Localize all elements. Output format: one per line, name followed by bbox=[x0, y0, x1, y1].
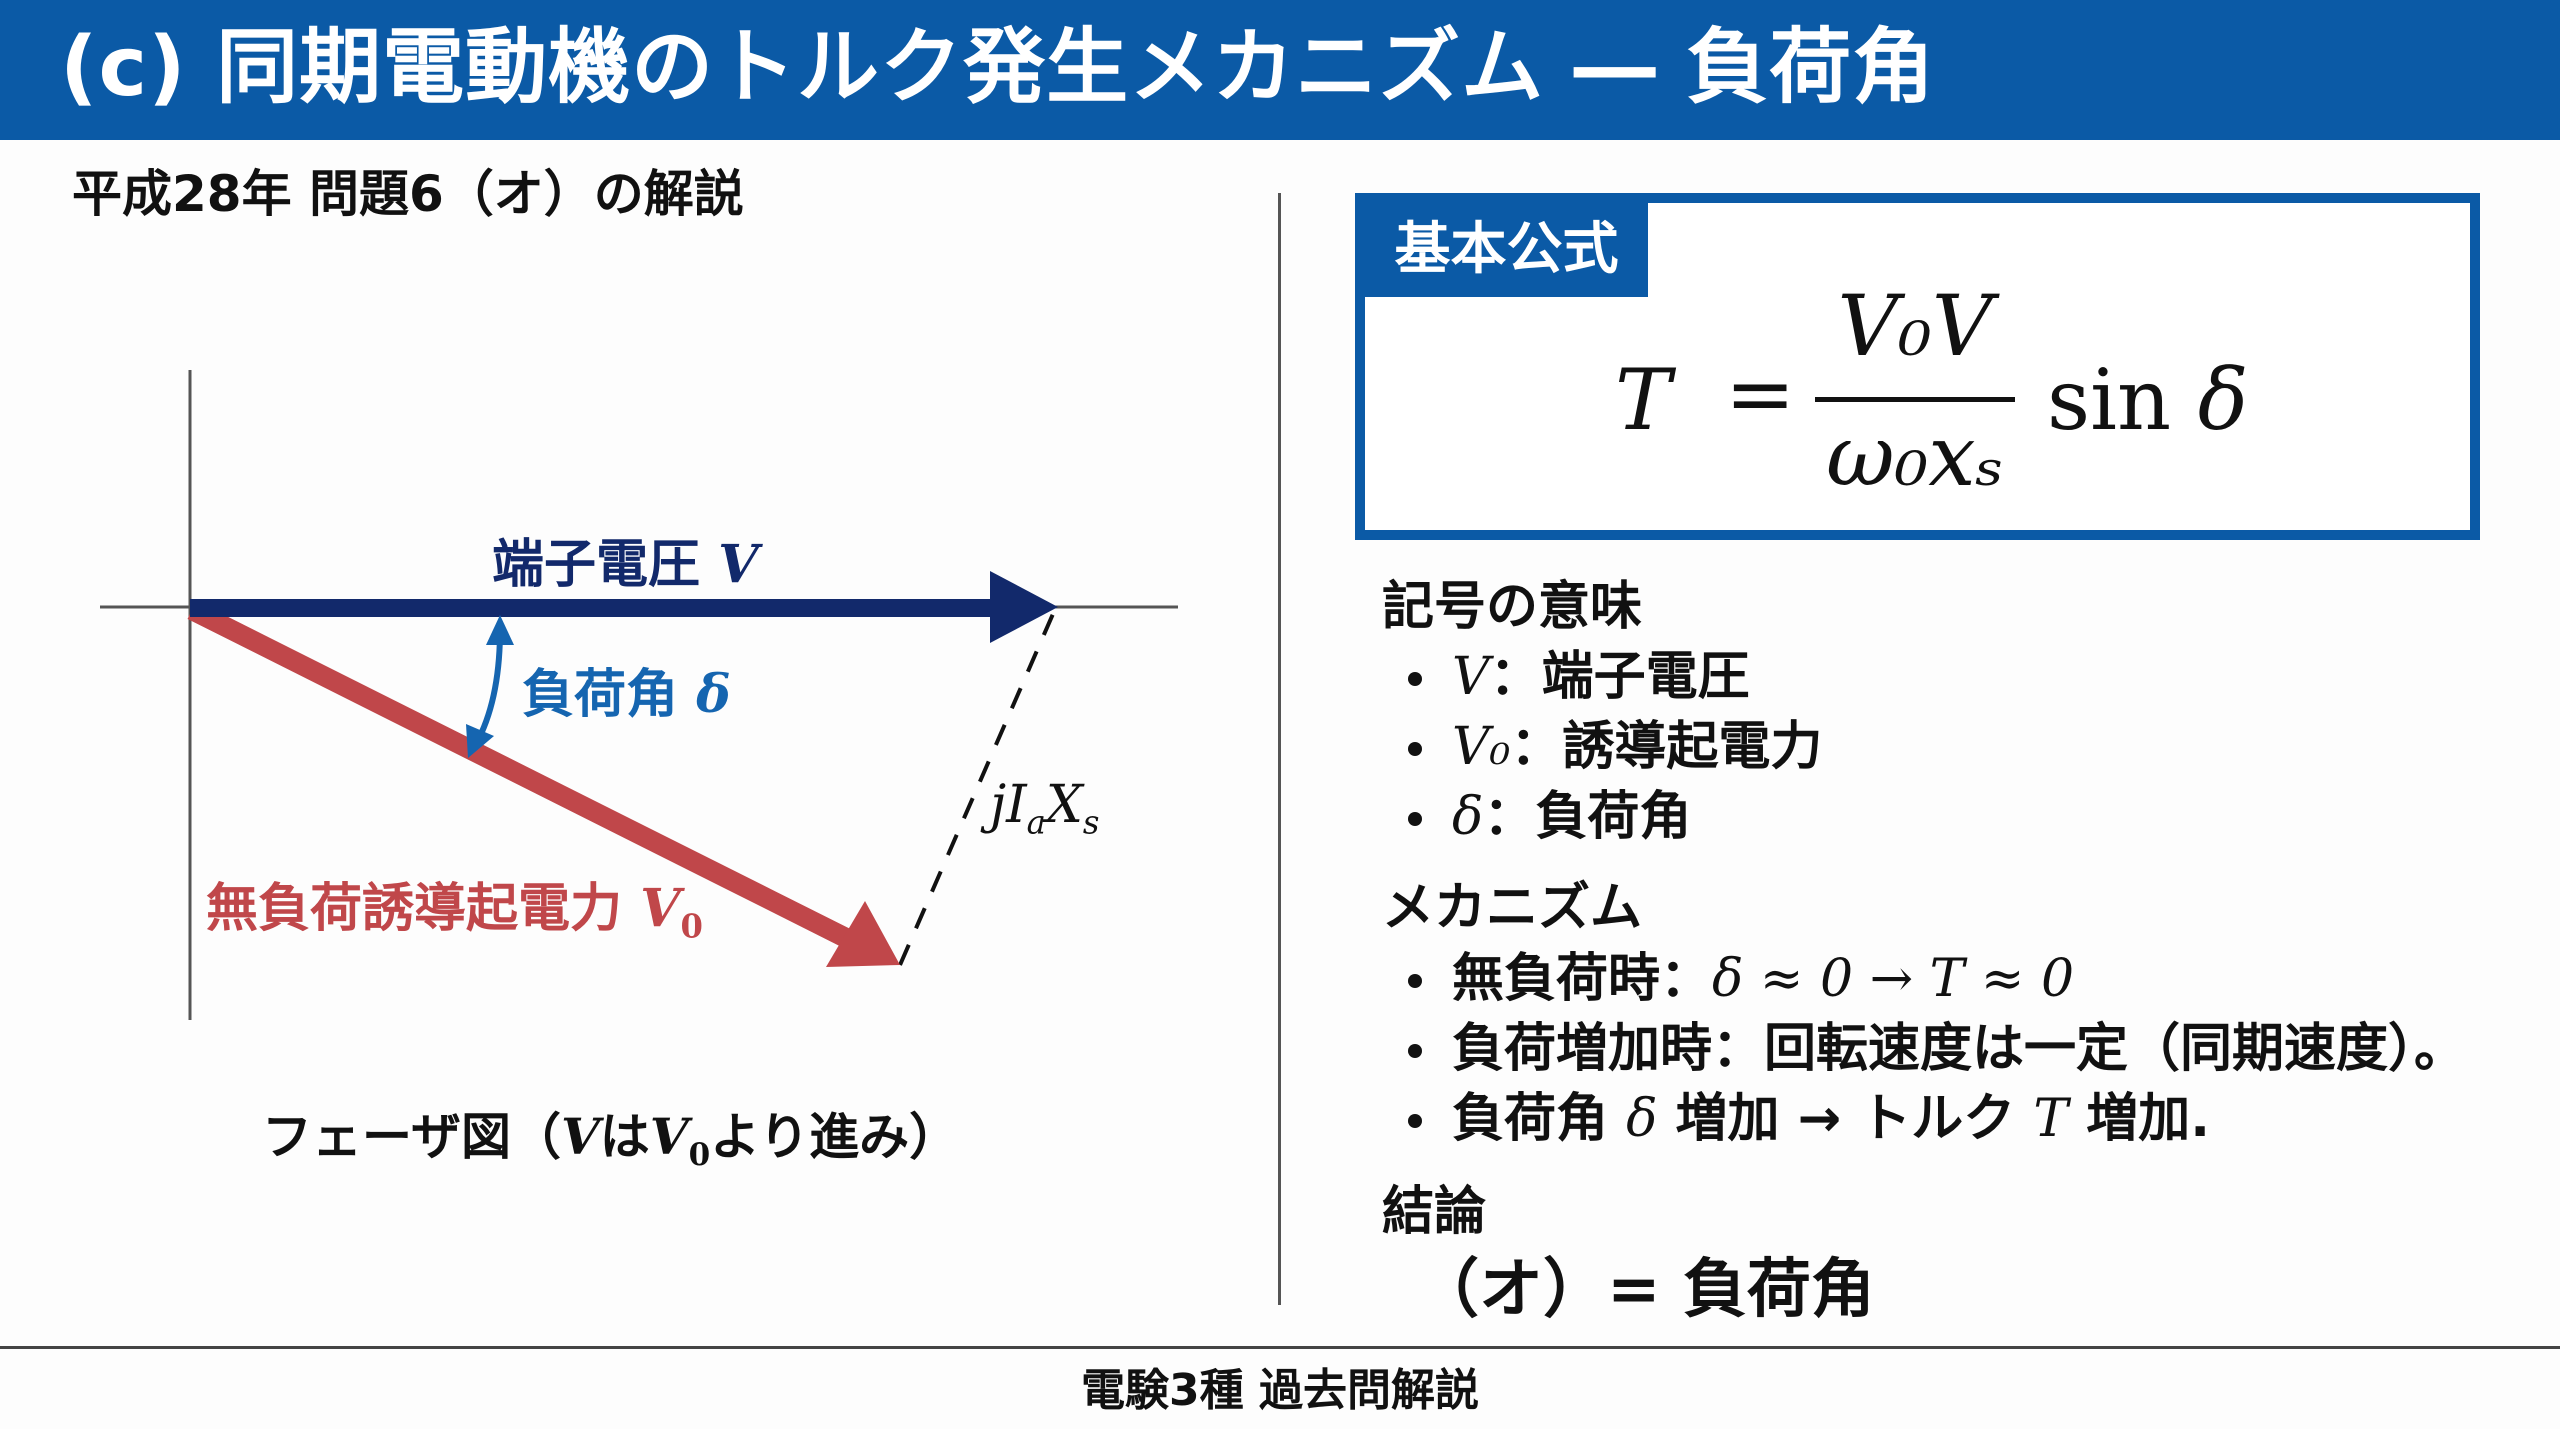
mechanism-item: 負荷増加時：回転速度は一定（同期速度）。 bbox=[1402, 1014, 2466, 1084]
formula-denominator: ω₀xₛ bbox=[1826, 407, 2004, 505]
fraction-bar bbox=[1815, 397, 2015, 402]
mechanism-heading: メカニズム bbox=[1382, 878, 1643, 938]
footer-text: 電験3種 過去問解説 bbox=[1081, 1365, 1479, 1416]
voltage-vector-arrowhead bbox=[990, 571, 1058, 643]
jiaxs-dashed-line bbox=[898, 606, 1058, 966]
slide-title: (c) 同期電動機のトルク発生メカニズム ― 負荷角 bbox=[60, 20, 1936, 115]
formula-lhs: T bbox=[1615, 351, 1672, 449]
emf-vector-arrowhead bbox=[826, 901, 900, 967]
formula-sine: sin δ bbox=[2047, 351, 2249, 449]
phasor-graphic bbox=[100, 370, 1178, 1020]
load-angle-arrowhead-top bbox=[486, 615, 514, 645]
phasor-caption: フェーザ図（VはV0より進み） bbox=[262, 1107, 960, 1173]
terminal-voltage-label: 端子電圧 V bbox=[492, 534, 759, 595]
mechanism-item: 負荷角 δ 増加 → トルク T 増加. bbox=[1402, 1084, 2466, 1154]
problem-subtitle: 平成28年 問題6（オ）の解説 bbox=[72, 165, 744, 223]
load-angle-symbol: δ bbox=[696, 664, 731, 725]
emf-symbol: V bbox=[640, 878, 681, 939]
column-divider bbox=[1278, 193, 1281, 1305]
conclusion-answer: （オ）= 負荷角 bbox=[1415, 1253, 1875, 1327]
phasor-diagram: 端子電圧 V 負荷角 δ 無負荷誘導起電力 V0 jIaXs bbox=[0, 340, 1240, 1060]
symbols-heading: 記号の意味 bbox=[1382, 577, 1643, 637]
mechanism-item: 無負荷時：δ ≈ 0 → T ≈ 0 bbox=[1402, 944, 2466, 1014]
torque-formula: T = V₀V ω₀xₛ sin δ bbox=[1615, 277, 2315, 523]
emf-vector-shaft bbox=[187, 601, 855, 949]
conclusion-heading: 結論 bbox=[1382, 1182, 1487, 1242]
symbol-item: δ：負荷角 bbox=[1402, 782, 1822, 852]
footer-divider bbox=[0, 1346, 2560, 1349]
jiaxs-label: jIaXs bbox=[990, 775, 1100, 842]
header-band: (c) 同期電動機のトルク発生メカニズム ― 負荷角 bbox=[0, 0, 2560, 140]
load-angle-arc bbox=[473, 629, 503, 746]
load-angle-label: 負荷角 δ bbox=[522, 664, 731, 725]
mechanism-list: 無負荷時：δ ≈ 0 → T ≈ 0 負荷増加時：回転速度は一定（同期速度）。 … bbox=[1402, 944, 2466, 1154]
load-angle-arrowhead-bottom bbox=[466, 724, 494, 758]
formula-numerator: V₀V bbox=[1837, 277, 1993, 375]
formula-box: 基本公式 T = V₀V ω₀xₛ sin δ bbox=[1355, 193, 2480, 540]
formula-label: 基本公式 bbox=[1365, 203, 1648, 297]
symbols-list: V：端子電圧 V₀：誘導起電力 δ：負荷角 bbox=[1402, 642, 1822, 852]
terminal-voltage-symbol: V bbox=[718, 534, 759, 595]
emf-label: 無負荷誘導起電力 V0 bbox=[206, 878, 703, 946]
voltage-vector-shaft bbox=[190, 599, 998, 617]
symbol-item: V：端子電圧 bbox=[1402, 642, 1822, 712]
formula-equals: = bbox=[1725, 345, 1796, 443]
symbol-item: V₀：誘導起電力 bbox=[1402, 712, 1822, 782]
